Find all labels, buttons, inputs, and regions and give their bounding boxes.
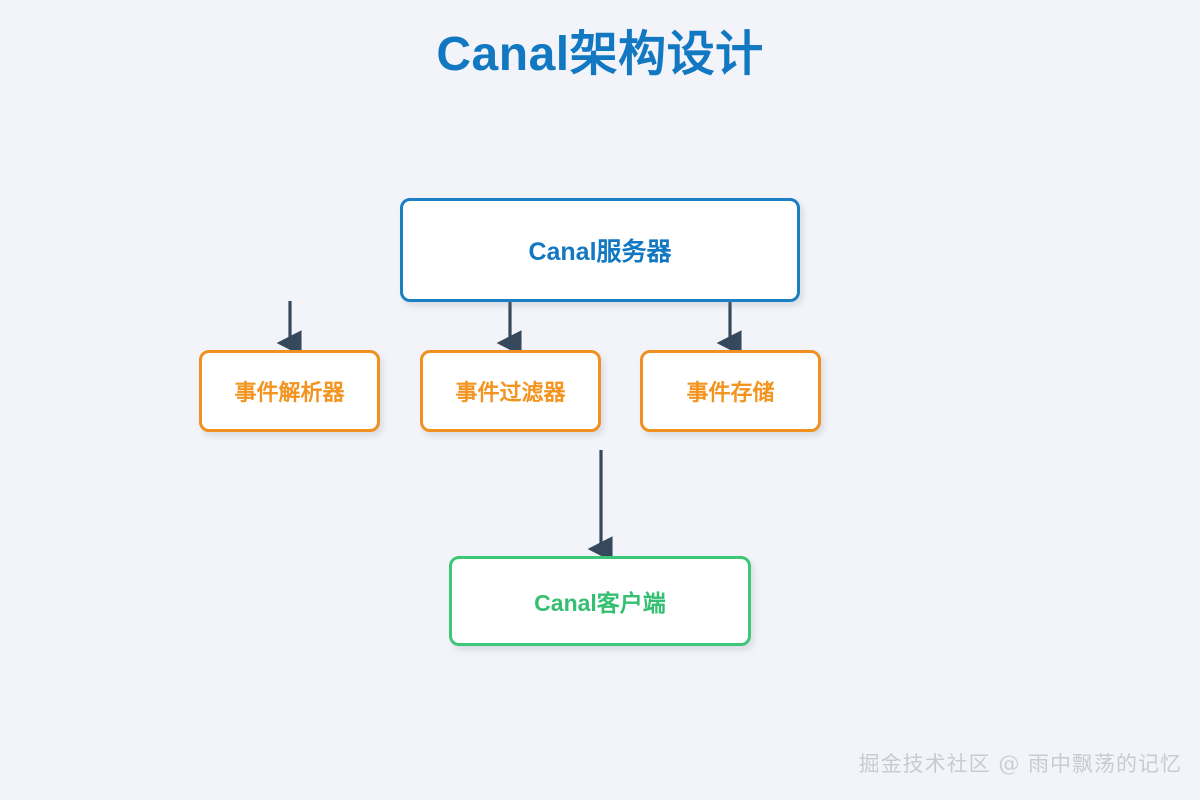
node-event-filter-label: 事件过滤器 xyxy=(455,380,566,405)
watermark: 掘金技术社区 @ 雨中飘荡的记忆 xyxy=(858,752,1182,776)
node-event-storage-label: 事件存储 xyxy=(686,380,775,405)
page-title: Canal架构设计 xyxy=(436,28,764,81)
node-event-filter[interactable]: 事件过滤器 xyxy=(420,350,601,432)
node-event-parser-label: 事件解析器 xyxy=(234,380,345,405)
node-canal-client-label: Canal客户端 xyxy=(534,590,666,616)
node-event-storage[interactable]: 事件存储 xyxy=(640,350,821,432)
node-canal-server[interactable]: Canal服务器 xyxy=(400,198,800,302)
node-canal-client[interactable]: Canal客户端 xyxy=(449,556,751,646)
node-event-parser[interactable]: 事件解析器 xyxy=(199,350,380,432)
node-canal-server-label: Canal服务器 xyxy=(528,238,672,266)
